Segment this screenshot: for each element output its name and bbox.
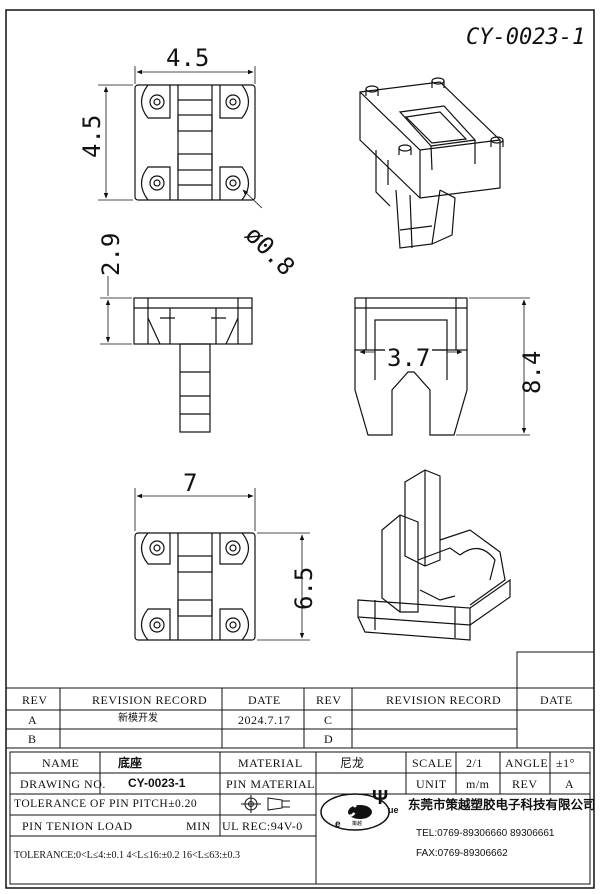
general-tolerance: TOLERANCE:0<L≤4:±0.1 4<L≤16:±0.2 16<L≤63… [14,850,241,861]
pin-tension-label: PIN TENION LOAD [22,819,133,833]
date-row-a: 2024.7.17 [238,713,291,727]
record-row-a: 新模开发 [118,713,158,724]
material-label: MATERIAL [238,756,303,770]
rev-row-c: C [324,713,333,727]
dim-total-height: 8.4 [518,350,546,394]
drawing-code: CY-0023-1 [466,25,586,50]
rev-header-right: REV [316,693,342,707]
drawing-no-label: DRAWING NO. [20,777,106,791]
record-header-left: REVISION RECORD [92,693,208,707]
drawing-no-value: CY-0023-1 [128,776,186,790]
dim-top-width: 4.5 [166,44,210,72]
dim-bottom-height: 6.5 [290,566,318,610]
company-name: 东莞市策越塑胶电子科技有限公司 [408,798,596,812]
pin-tension-unit: MIN [186,819,211,833]
company-logo-icon [320,793,390,831]
top-view [98,66,263,209]
pin-material-label: PIN MATERIAL [226,777,315,791]
rev-row-a: A [28,713,38,727]
sheet-border [5,9,595,889]
angle-value: ±1° [556,756,575,770]
side-view [354,297,530,436]
unit-label: UNIT [416,777,447,791]
company-fax: FAX:0769-89306662 [416,848,508,859]
rev-header-left: REV [22,693,48,707]
rev-label: REV [512,777,538,791]
logo-ue: ue [388,805,399,815]
dim-top-height: 4.5 [78,114,106,158]
dim-slot-width: 3.7 [385,344,433,372]
rev-row-b: B [28,732,37,746]
bottom-iso-view [357,469,511,641]
top-iso-view [359,77,504,249]
position-symbol-icon [241,795,290,813]
front-view [100,276,253,433]
rev-value: A [565,777,575,791]
ul-rating: UL REC:94V-0 [222,819,303,833]
angle-label: ANGLE [505,756,549,770]
logo-letter: C [342,800,357,822]
dim-bottom-width: 7 [183,469,198,497]
name-value: 底座 [118,756,143,770]
name-label: NAME [42,756,80,770]
date-header-right: DATE [540,693,573,707]
logo-ring-text: 策越 [352,821,363,827]
rev-row-d: D [324,732,334,746]
company-tel: TEL:0769-89306660 89306661 [416,828,555,839]
record-header-right: REVISION RECORD [386,693,502,707]
title-block-grid [6,651,595,885]
logo-psi: Ψ [372,787,389,809]
date-header-left: DATE [248,693,281,707]
pitch-tolerance: TOLERANCE OF PIN PITCH±0.20 [14,798,198,810]
logo-sub-letter: e [335,819,341,830]
dim-pin-length: 2.9 [97,232,125,276]
unit-value: m/m [466,777,490,791]
bottom-view [134,488,310,641]
scale-label: SCALE [412,756,453,770]
material-value: 尼龙 [340,756,365,770]
scale-value: 2/1 [466,756,483,770]
